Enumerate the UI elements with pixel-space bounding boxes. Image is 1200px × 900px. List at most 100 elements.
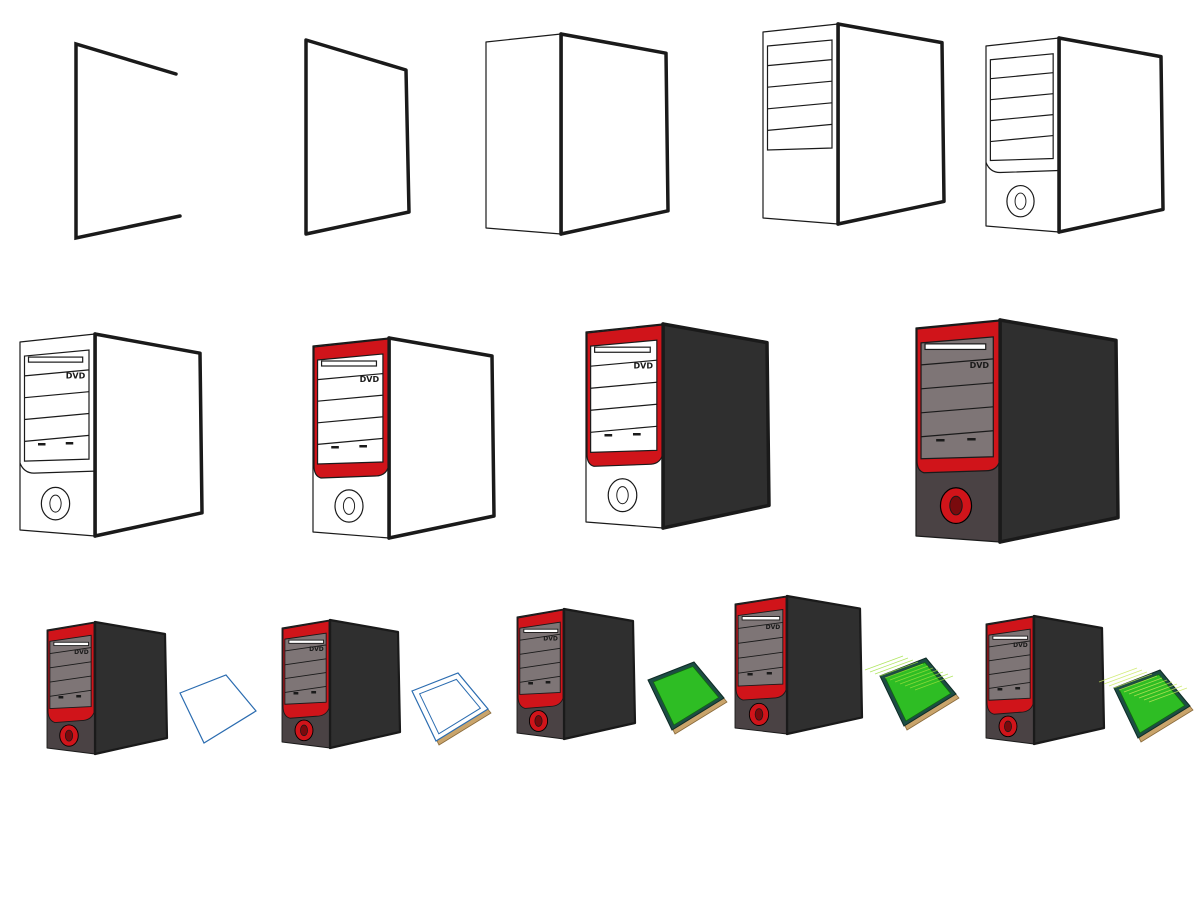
bay-divider bbox=[738, 651, 783, 659]
usb-port-left bbox=[747, 673, 753, 676]
side-panel bbox=[93, 620, 169, 756]
usb-port-right bbox=[311, 691, 317, 694]
bay-divider bbox=[49, 647, 92, 654]
power-button-inner bbox=[1004, 720, 1012, 733]
mat-texture-line bbox=[904, 671, 944, 687]
bay-divider bbox=[317, 416, 383, 424]
bay-divider bbox=[988, 640, 1031, 648]
mat-texture-line bbox=[884, 663, 924, 679]
dvd-label: DVD bbox=[543, 635, 558, 642]
drive-bay-panel bbox=[766, 39, 833, 151]
bay-divider bbox=[590, 403, 657, 411]
mat-texture-line bbox=[874, 659, 914, 675]
bay-divider bbox=[767, 102, 833, 110]
bay-divider bbox=[920, 406, 994, 414]
bay-divider bbox=[920, 430, 994, 438]
side-panel bbox=[328, 618, 402, 750]
side-panel bbox=[559, 32, 670, 236]
pc-tower-step-10: DVD bbox=[46, 620, 169, 756]
power-button-inner bbox=[616, 486, 629, 505]
drive-bay-panel bbox=[988, 628, 1031, 701]
power-button-inner bbox=[300, 724, 308, 737]
usb-port-left bbox=[604, 434, 613, 437]
dvd-tray bbox=[594, 346, 651, 353]
mat-surface bbox=[884, 662, 952, 722]
usb-port-left bbox=[58, 696, 64, 699]
side-panel bbox=[387, 336, 496, 540]
dvd-label: DVD bbox=[766, 624, 781, 631]
bay-divider bbox=[317, 394, 383, 402]
bay-divider bbox=[317, 373, 383, 381]
usb-port-right bbox=[766, 672, 772, 675]
dvd-label: DVD bbox=[360, 375, 380, 384]
pc-tower-step-14: DVD bbox=[985, 614, 1106, 746]
dvd-tray bbox=[288, 639, 325, 644]
pc-tower-step-5 bbox=[985, 36, 1165, 234]
mat-texture-line bbox=[869, 657, 909, 673]
bay-divider bbox=[590, 381, 657, 389]
bay-divider bbox=[767, 123, 833, 131]
usb-port-left bbox=[293, 692, 299, 695]
usb-port-right bbox=[545, 681, 551, 684]
mat-texture-line bbox=[1108, 671, 1148, 687]
bay-divider bbox=[738, 636, 783, 644]
side-panel bbox=[1032, 614, 1106, 746]
mat-texture-line bbox=[879, 661, 919, 677]
steps-layer: DVD DVD DVD DVD DVD DVD DVD DVD DVD bbox=[19, 22, 1194, 756]
mat-texture-line bbox=[864, 655, 904, 671]
mat-texture-line bbox=[1118, 675, 1158, 691]
mat-texture-line bbox=[1138, 683, 1178, 699]
bay-divider bbox=[988, 654, 1031, 662]
pc-tower-step-12: DVD bbox=[516, 607, 637, 741]
drive-bay-panel bbox=[590, 339, 658, 453]
mat-texture-line bbox=[1103, 669, 1143, 685]
bay-divider bbox=[738, 621, 783, 629]
usb-port-right bbox=[65, 442, 74, 445]
mat-texture-line bbox=[1128, 679, 1168, 695]
bay-divider bbox=[24, 391, 90, 399]
bay-divider bbox=[519, 675, 561, 683]
bay-divider bbox=[519, 633, 561, 641]
mat-inner-outline bbox=[418, 678, 482, 735]
mouse-pad-step-1 bbox=[179, 674, 257, 744]
mat-outline bbox=[179, 674, 257, 744]
dvd-label: DVD bbox=[970, 361, 990, 370]
bay-divider bbox=[284, 685, 327, 693]
mat-texture-line bbox=[914, 675, 954, 691]
bay-divider bbox=[990, 72, 1054, 80]
side-panel bbox=[562, 607, 637, 741]
bay-divider bbox=[990, 114, 1054, 122]
pc-tower-step-11: DVD bbox=[281, 618, 402, 750]
mat-texture-line bbox=[894, 667, 934, 683]
bay-divider bbox=[284, 644, 327, 652]
dvd-label: DVD bbox=[74, 649, 89, 656]
bay-divider bbox=[590, 425, 657, 433]
bay-divider bbox=[988, 668, 1031, 676]
side-panel bbox=[93, 332, 204, 538]
pc-tower-step-8: DVD bbox=[585, 322, 771, 530]
drive-bay-panel bbox=[316, 353, 384, 465]
dvd-label: DVD bbox=[66, 371, 86, 380]
pc-tower-step-9: DVD bbox=[915, 318, 1120, 544]
bay-divider bbox=[49, 661, 92, 669]
frame-lines bbox=[74, 41, 182, 241]
dvd-tray bbox=[741, 616, 781, 621]
mouse-pad-step-2 bbox=[411, 672, 492, 746]
power-button-inner bbox=[342, 497, 356, 515]
bay-divider bbox=[990, 134, 1054, 143]
power-button-inner bbox=[49, 494, 62, 513]
mouse-pad-step-3 bbox=[647, 661, 728, 735]
side-panel bbox=[661, 322, 771, 530]
drive-bay-panel bbox=[519, 621, 561, 695]
power-button-inner bbox=[949, 495, 963, 516]
dvd-tray bbox=[523, 628, 559, 633]
bay-outline bbox=[19, 462, 96, 474]
bay-divider bbox=[317, 437, 383, 445]
pc-tower-step-1 bbox=[74, 41, 182, 241]
usb-port-left bbox=[38, 443, 46, 446]
pc-tower-step-7: DVD bbox=[312, 336, 496, 540]
bay-divider bbox=[519, 647, 561, 655]
mouse-pad-step-5 bbox=[1098, 667, 1194, 743]
mat-texture-line bbox=[1123, 677, 1163, 693]
